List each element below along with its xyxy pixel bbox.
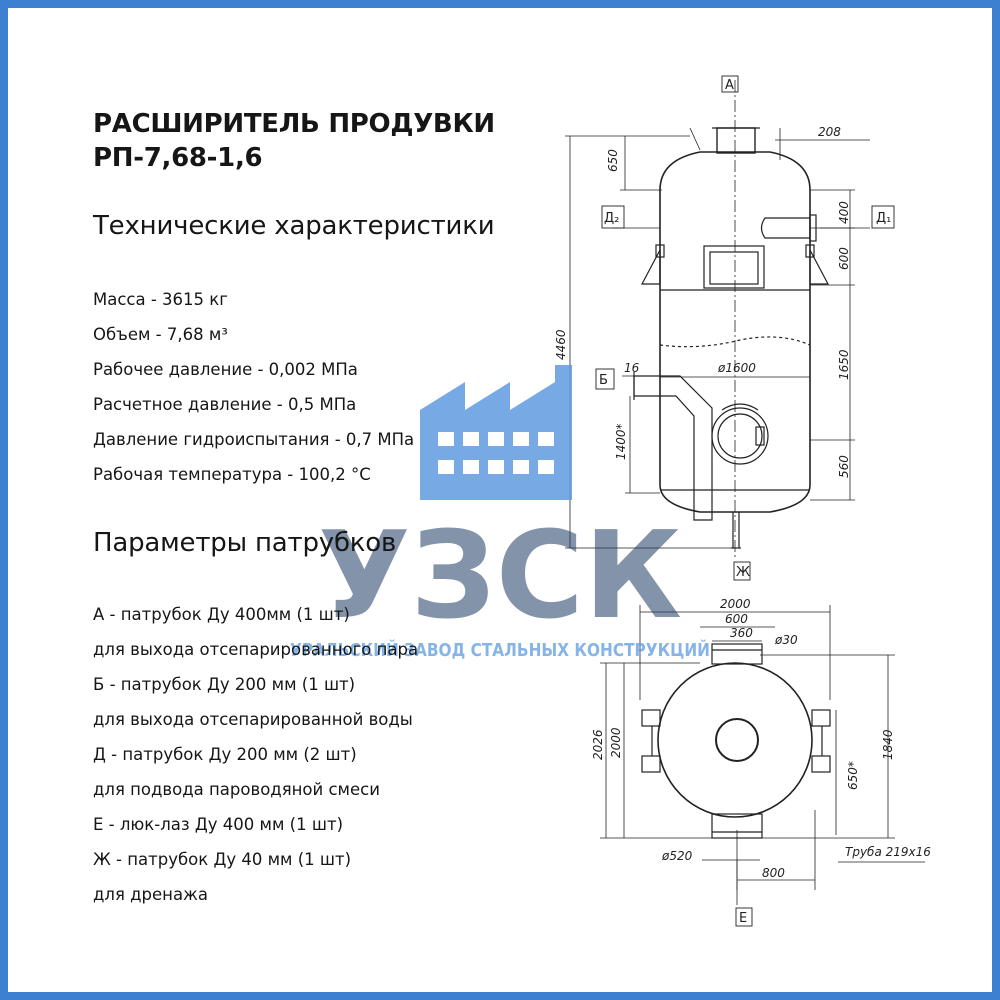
nozzle-line: для выхода отсепарированного пара xyxy=(93,640,419,659)
svg-text:16: 16 xyxy=(624,361,640,375)
nozzle-line: для подвода пароводяной смеси xyxy=(93,780,380,799)
tech-heading: Технические характеристики xyxy=(93,211,495,241)
svg-text:ø520: ø520 xyxy=(661,849,693,863)
title-line-1: РАСШИРИТЕЛЬ ПРОДУВКИ xyxy=(93,109,495,139)
nozzle-line: для дренажа xyxy=(93,885,209,904)
svg-text:4460: 4460 xyxy=(554,329,568,360)
svg-text:2026: 2026 xyxy=(591,729,605,760)
tech-line: Рабочая температура - 100,2 °С xyxy=(93,465,371,484)
svg-text:1840: 1840 xyxy=(881,729,895,760)
svg-text:650*: 650* xyxy=(846,761,860,790)
svg-text:Б: Б xyxy=(599,373,608,388)
nozzle-line: для выхода отсепарированной воды xyxy=(93,710,413,729)
nozzles-heading: Параметры патрубков xyxy=(93,528,397,558)
page-title: РАСШИРИТЕЛЬ ПРОДУВКИ РП-7,68-1,6 xyxy=(93,107,495,175)
svg-text:360: 360 xyxy=(730,626,753,640)
tech-line: Объем - 7,68 м³ xyxy=(93,325,228,344)
svg-text:2000: 2000 xyxy=(609,727,623,758)
logo-subtitle: УРАЛЬСКИЙ ЗАВОД СТАЛЬНЫХ КОНСТРУКЦИЙ xyxy=(290,639,710,661)
nozzle-line: А - патрубок Ду 400мм (1 шт) xyxy=(93,605,350,624)
svg-text:560: 560 xyxy=(837,455,851,478)
nozzle-line: Д - патрубок Ду 200 мм (2 шт) xyxy=(93,745,357,764)
svg-text:Д₁: Д₁ xyxy=(876,211,891,226)
svg-text:650: 650 xyxy=(606,149,620,172)
tech-line: Масса - 3615 кг xyxy=(93,290,228,309)
svg-text:600: 600 xyxy=(725,612,748,626)
nozzle-line: Ж - патрубок Ду 40 мм (1 шт) xyxy=(93,850,352,869)
nozzle-line: Е - люк-лаз Ду 400 мм (1 шт) xyxy=(93,815,344,834)
svg-text:800: 800 xyxy=(762,866,785,880)
svg-text:Труба 219х16: Труба 219х16 xyxy=(845,845,931,859)
logo-text: УЗСК xyxy=(318,507,682,646)
svg-text:Е: Е xyxy=(739,911,747,926)
svg-text:2000: 2000 xyxy=(720,597,751,611)
svg-text:1400*: 1400* xyxy=(614,423,628,460)
tech-line: Расчетное давление - 0,5 МПа xyxy=(93,395,357,414)
nozzle-line: Б - патрубок Ду 200 мм (1 шт) xyxy=(93,675,356,694)
svg-text:600: 600 xyxy=(837,247,851,270)
svg-text:А: А xyxy=(725,78,734,93)
svg-text:1650: 1650 xyxy=(837,349,851,380)
tech-line: Давление гидроиспытания - 0,7 МПа xyxy=(93,430,415,449)
svg-text:208: 208 xyxy=(818,125,841,139)
svg-text:Ж: Ж xyxy=(736,565,750,580)
title-line-2: РП-7,68-1,6 xyxy=(93,143,263,173)
svg-text:ø30: ø30 xyxy=(774,633,798,647)
factory-building-icon xyxy=(420,365,572,500)
svg-text:Д₂: Д₂ xyxy=(604,211,619,226)
svg-text:400: 400 xyxy=(837,201,851,224)
tech-line: Рабочее давление - 0,002 МПа xyxy=(93,360,358,379)
svg-text:ø1600: ø1600 xyxy=(717,361,756,375)
